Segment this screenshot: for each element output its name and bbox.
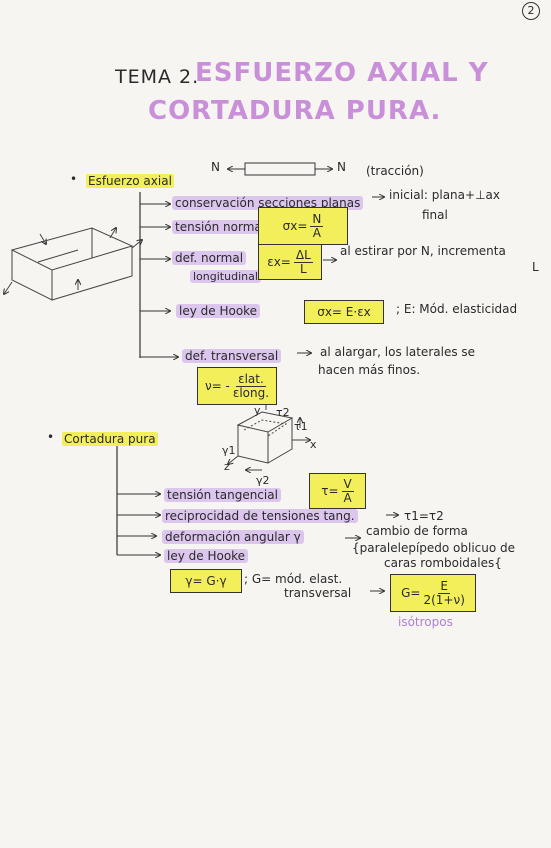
sigma-lhs: σx= xyxy=(282,219,308,233)
alargar2-label: hacen más finos. xyxy=(318,363,421,377)
page-number: 2 xyxy=(522,2,540,20)
tau-den: A xyxy=(343,490,352,505)
nu-lhs: ν= - xyxy=(204,379,230,393)
force-n-left: N xyxy=(211,160,220,174)
axial-heading: Esfuerzo axial xyxy=(86,174,174,188)
caras-romboidales-label: caras romboidales{ xyxy=(384,556,502,570)
force-n-right: N xyxy=(337,160,346,174)
ley-hooke-cortadura-label: ley de Hooke xyxy=(164,549,249,563)
hooke-axial-box: σx= E·εx xyxy=(304,300,384,324)
axial-bullet: • xyxy=(70,172,78,186)
reciprocidad-formula: τ1=τ2 xyxy=(404,509,444,523)
nu-den: εlong. xyxy=(232,385,270,400)
reciprocidad-label: reciprocidad de tensiones tang. xyxy=(162,509,358,523)
hooke-cortadura-box: γ= G·γ xyxy=(170,569,242,593)
cube-gamma1: γ1 xyxy=(222,444,236,457)
estirar-label: al estirar por N, incrementa xyxy=(340,244,506,258)
alargar-label: al alargar, los laterales se xyxy=(320,345,476,359)
estirar-l: L xyxy=(532,260,539,274)
title-prefix: TEMA 2. xyxy=(115,66,200,88)
longitudinal-label: longitudinal xyxy=(190,270,261,283)
tension-normal-label: tensión normal xyxy=(172,220,269,234)
sigma-den: A xyxy=(312,225,321,240)
deformacion-angular-label: deformación angular γ xyxy=(162,530,304,544)
cambio-forma-label: cambio de forma xyxy=(366,524,468,538)
g-num: E xyxy=(438,578,450,594)
hooke-axial-formula: σx= E·εx xyxy=(317,305,371,319)
eps-den: L xyxy=(299,261,307,276)
transversal-label: transversal xyxy=(284,586,352,600)
hooke-cortadura-formula: γ= G·γ xyxy=(185,574,227,588)
final-label: final xyxy=(422,208,448,222)
inicial-label: inicial: plana+⊥ax xyxy=(389,188,500,202)
def-transversal-label: def. transversal xyxy=(182,349,282,363)
cortadura-heading: Cortadura pura xyxy=(62,432,158,446)
g-den: 2(1+ν) xyxy=(423,592,465,607)
g-lhs: G= xyxy=(401,586,421,600)
title-line2: CORTADURA PURA. xyxy=(148,96,442,126)
ley-hooke-axial-label: ley de Hooke xyxy=(176,304,261,318)
title-line1: ESFUERZO AXIAL Y xyxy=(195,58,489,88)
def-normal-label: def. normal xyxy=(172,251,247,265)
cube-gamma2: γ2 xyxy=(256,474,270,487)
nu-num: εlat. xyxy=(236,371,266,387)
tau-num: V xyxy=(341,476,354,492)
eps-lhs: εx= xyxy=(267,255,291,269)
poisson-formula-box: ν= - εlat.εlong. xyxy=(197,367,277,405)
sigma-num: N xyxy=(310,211,324,227)
cube-y-axis: y xyxy=(254,404,261,417)
cube-tau2: τ2 xyxy=(276,406,290,419)
cube-tau1: τ1 xyxy=(294,420,308,433)
cortadura-bullet: • xyxy=(47,430,55,444)
traccion-label: (tracción) xyxy=(366,164,424,178)
cube-x-axis: x xyxy=(310,438,317,451)
conservacion-label: conservación secciones planas xyxy=(172,196,364,210)
cube-z-axis: z xyxy=(224,460,230,473)
g-modulo-label: ; G= mód. elast. xyxy=(244,572,343,586)
eps-num: ΔL xyxy=(293,247,313,263)
tension-tangencial-label: tensión tangencial xyxy=(164,488,281,502)
modulo-elasticidad-label: ; E: Mód. elasticidad xyxy=(396,302,518,316)
isotropos-label: isótropos xyxy=(398,615,453,629)
tau-lhs: τ= xyxy=(321,484,339,498)
paralelepipedo-label: {paralelepípedo oblicuo de xyxy=(352,541,516,555)
nu-frac: εlat.εlong. xyxy=(233,373,269,399)
